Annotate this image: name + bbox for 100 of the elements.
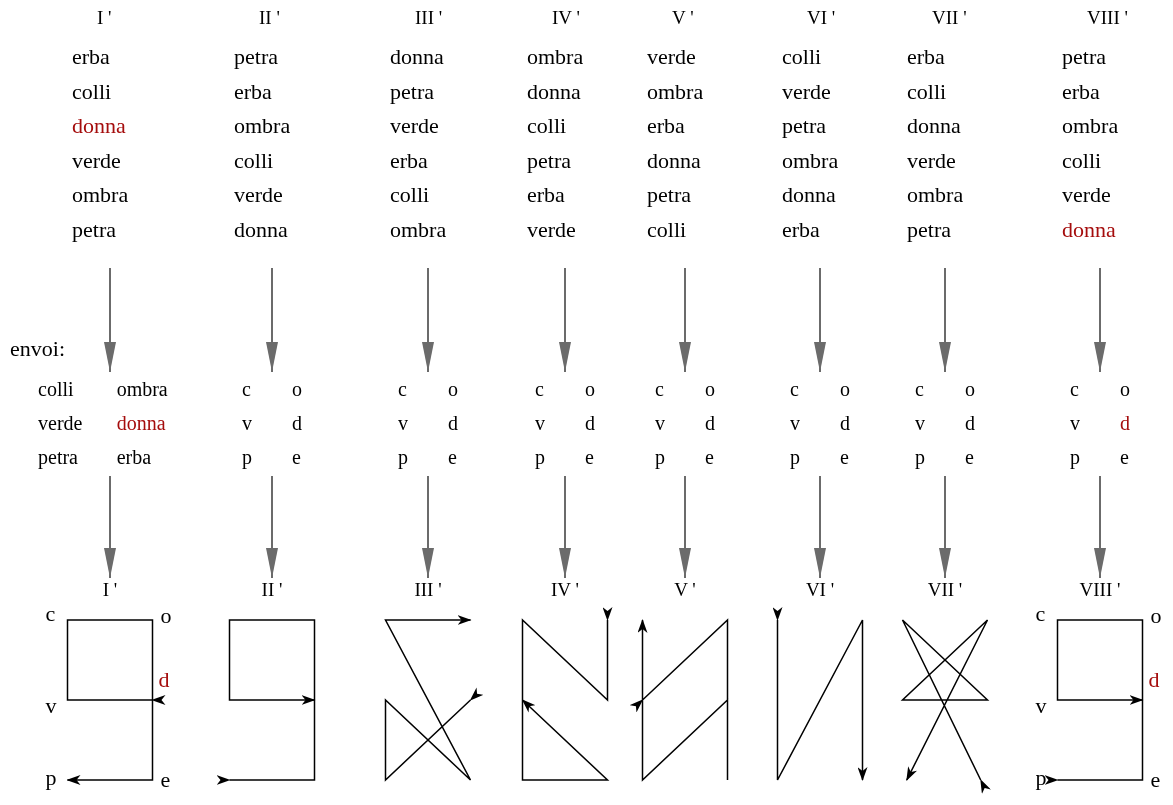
letter: e: [840, 445, 850, 470]
drawing-heading: II ': [260, 578, 284, 602]
word: donna: [527, 77, 582, 106]
arrow: [266, 267, 278, 373]
letter: p: [915, 445, 926, 471]
letter: d: [292, 411, 303, 436]
word: colli: [72, 77, 113, 106]
letter: e: [965, 445, 975, 470]
word: petra: [72, 215, 117, 244]
word: donna: [782, 181, 837, 209]
letter: e: [448, 445, 458, 470]
word: verde: [782, 77, 832, 106]
word: donna: [907, 112, 962, 140]
corner-letter: c: [1035, 602, 1046, 626]
corner-letter: d: [1148, 668, 1160, 692]
arrow: [559, 475, 571, 579]
column-heading: I ': [96, 6, 112, 30]
word: colli: [527, 112, 568, 140]
arrow: [939, 267, 951, 373]
word: ombra: [782, 146, 840, 175]
letter: e: [292, 445, 302, 470]
word: petra: [1062, 43, 1107, 71]
word: ombra: [234, 112, 292, 140]
drawing-heading: III ': [413, 578, 443, 602]
word: erba: [782, 215, 821, 244]
arrow: [814, 267, 826, 373]
word: erba: [234, 77, 273, 106]
word: ombra: [907, 181, 965, 209]
word: erba: [647, 112, 686, 140]
word: ombra: [72, 181, 130, 209]
word: colli: [782, 43, 823, 71]
arrow: [814, 475, 826, 579]
letter: o: [292, 377, 303, 402]
word: donna: [647, 146, 702, 175]
letter: d: [1120, 411, 1131, 436]
word: petra: [527, 146, 572, 175]
word: erba: [72, 43, 111, 71]
drawing-heading: V ': [673, 578, 697, 602]
word: colli: [907, 77, 948, 106]
letter: e: [585, 445, 595, 470]
letter: v: [398, 411, 409, 436]
column-heading: VII ': [931, 6, 967, 30]
corner-letter: o: [160, 604, 172, 628]
word: colli: [390, 181, 431, 209]
column-heading: II ': [258, 6, 280, 30]
word: petra: [782, 112, 827, 140]
column-heading: III ': [414, 6, 443, 30]
corner-letter: p: [1035, 766, 1047, 790]
word: petra: [234, 43, 279, 71]
word: erba: [527, 181, 566, 209]
word: ombra: [390, 215, 448, 244]
letter: d: [705, 411, 716, 436]
word: petra: [38, 445, 79, 471]
word: petra: [907, 215, 952, 244]
letter: o: [965, 377, 976, 402]
letter: d: [965, 411, 976, 436]
letter: o: [1120, 377, 1131, 402]
arrow: [104, 267, 116, 373]
word: verde: [907, 146, 957, 175]
word: petra: [647, 181, 692, 209]
word: colli: [647, 215, 688, 244]
letter: o: [840, 377, 851, 402]
word: erba: [1062, 77, 1101, 106]
letter: o: [585, 377, 596, 402]
corner-letter: d: [158, 668, 170, 692]
word: verde: [647, 43, 697, 71]
letter: c: [915, 377, 925, 402]
word: ombra: [527, 43, 585, 71]
corner-letter: e: [1150, 768, 1161, 792]
arrow: [939, 475, 951, 579]
arrow: [422, 267, 434, 373]
word: colli: [1062, 146, 1103, 175]
arrow: [559, 267, 571, 373]
corner-letter: c: [45, 602, 56, 626]
drawing-heading: I ': [101, 578, 119, 602]
corner-letter: p: [45, 766, 57, 790]
word: verde: [38, 411, 84, 436]
word: verde: [527, 215, 577, 244]
letter: v: [1070, 411, 1081, 436]
letter: c: [535, 377, 545, 402]
letter: p: [398, 445, 409, 471]
letter: d: [840, 411, 851, 436]
letter: v: [535, 411, 546, 436]
corner-letter: o: [1150, 604, 1162, 628]
word: ombra: [1062, 112, 1120, 140]
corner-letter: v: [1035, 694, 1047, 718]
word: ombra: [647, 77, 705, 106]
word: verde: [234, 181, 284, 209]
drawing-heading: IV ': [550, 578, 580, 602]
drawing-heading: VIII ': [1078, 578, 1122, 602]
word: verde: [72, 146, 122, 175]
letter: c: [398, 377, 408, 402]
column-heading: IV ': [551, 6, 580, 30]
letter: e: [1120, 445, 1130, 470]
letter: d: [448, 411, 459, 436]
letter: o: [705, 377, 716, 402]
letter: p: [790, 445, 801, 471]
column-heading: VIII ': [1086, 6, 1128, 30]
arrow: [104, 475, 116, 579]
word: erba: [907, 43, 946, 71]
